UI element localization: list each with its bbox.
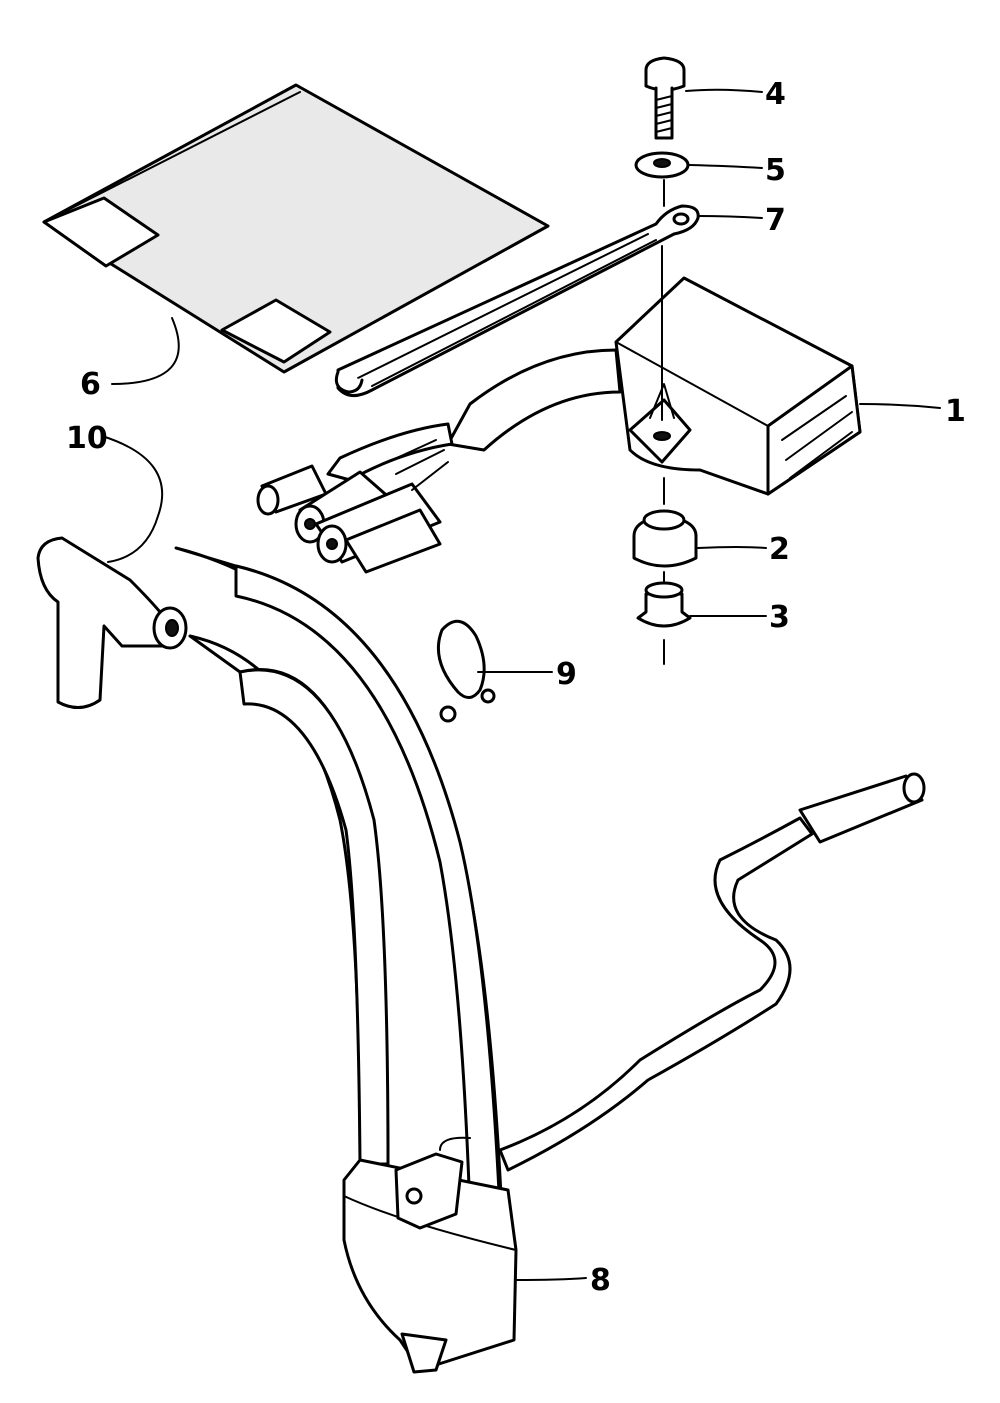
callout-9: 9	[556, 657, 577, 692]
part-3-bushing	[636, 581, 692, 628]
part-5-washer	[634, 151, 690, 179]
part-7-strap	[334, 204, 700, 397]
assembly-centerline	[661, 179, 665, 665]
callout-7: 7	[765, 203, 786, 238]
module-connectors	[256, 422, 454, 574]
callout-3: 3	[769, 600, 790, 635]
part-8-ignition-coil	[174, 546, 926, 1374]
callouts: 1 2 3 4 5 6 7 8 9 10	[66, 77, 966, 1298]
part-9-cable-tie	[436, 619, 496, 723]
callout-6: 6	[80, 367, 101, 402]
callout-2: 2	[769, 532, 790, 567]
callout-10: 10	[66, 421, 108, 456]
callout-1: 1	[945, 394, 966, 429]
part-1-cdi-module	[446, 276, 862, 496]
part-6-pad	[42, 83, 550, 374]
callout-5: 5	[765, 153, 786, 188]
part-2-grommet	[632, 509, 698, 568]
callout-8: 8	[590, 1263, 611, 1298]
part-4-bolt	[644, 56, 686, 140]
leader-lines	[101, 88, 941, 1281]
part-10-spark-plug-cap	[36, 536, 188, 709]
callout-4: 4	[765, 77, 786, 112]
